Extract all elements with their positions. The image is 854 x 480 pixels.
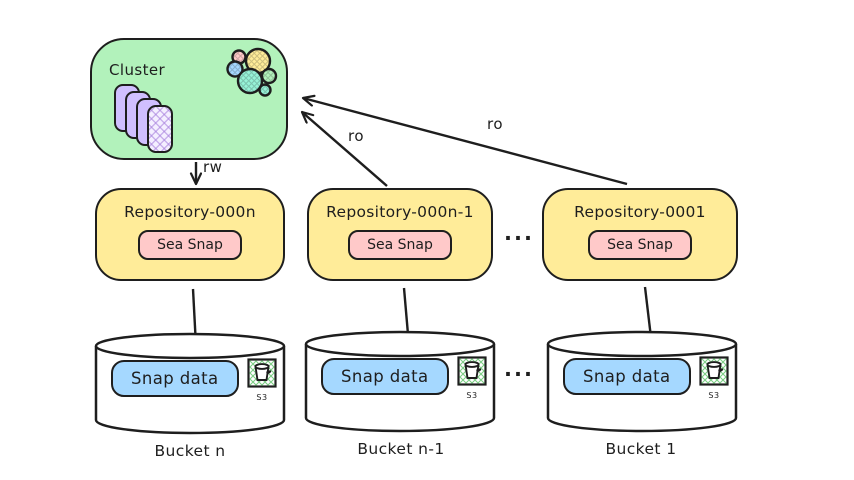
sea-snap-badge: Sea Snap: [588, 230, 692, 260]
edge-label-ro-right: ro: [487, 115, 504, 133]
bucket-1: Snap data S3: [545, 330, 739, 434]
elasticsearch-logo-icon: [226, 47, 278, 97]
arrow-ro-repo-n1-to-cluster: [302, 112, 388, 187]
edge-label-ro-left: ro: [348, 127, 365, 145]
repositories-ellipsis: ...: [504, 221, 534, 245]
s3-icon: S3: [246, 358, 278, 402]
bucket-caption-n: Bucket n: [154, 442, 226, 460]
s3-bucket-glyph: [457, 356, 487, 386]
repository-label: Repository-000n: [124, 203, 256, 221]
buckets-ellipsis: ...: [504, 357, 534, 381]
snap-data-badge: Snap data: [321, 358, 449, 395]
sea-snap-badge: Sea Snap: [138, 230, 242, 260]
bucket-n: Snap data S3: [93, 332, 287, 436]
s3-bucket-glyph: [247, 358, 277, 388]
s3-icon: S3: [456, 356, 488, 400]
repository-label: Repository-0001: [574, 203, 706, 221]
snap-data-badge: Snap data: [563, 358, 691, 395]
node-icon: [147, 105, 173, 153]
edge-label-rw: rw: [203, 158, 223, 176]
repository-label: Repository-000n-1: [326, 203, 474, 221]
bucket-caption-n-1: Bucket n-1: [357, 440, 445, 458]
snap-data-badge: Snap data: [111, 360, 239, 397]
s3-icon-label: S3: [708, 391, 720, 400]
bucket-n-1: Snap data S3: [303, 330, 497, 434]
cluster-label: Cluster: [109, 61, 166, 79]
s3-icon-label: S3: [466, 391, 478, 400]
s3-icon: S3: [698, 356, 730, 400]
s3-icon-label: S3: [256, 393, 268, 402]
repository-box-0001: Repository-0001 Sea Snap: [542, 188, 738, 281]
sea-snap-badge: Sea Snap: [348, 230, 452, 260]
repository-box-000n: Repository-000n Sea Snap: [95, 188, 285, 281]
s3-bucket-glyph: [699, 356, 729, 386]
cluster-box: Cluster: [90, 38, 288, 160]
bucket-caption-1: Bucket 1: [605, 440, 677, 458]
repository-box-000n-1: Repository-000n-1 Sea Snap: [307, 188, 493, 281]
